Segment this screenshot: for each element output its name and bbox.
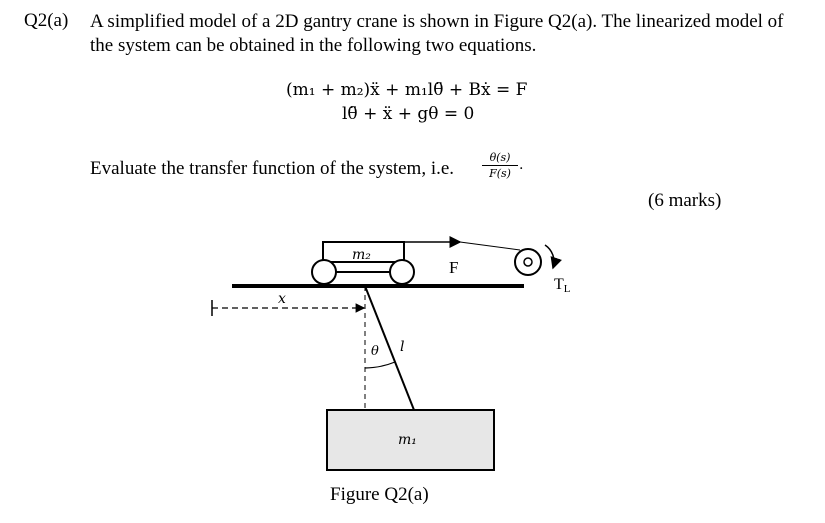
cable	[364, 285, 415, 411]
load-label: m₁	[398, 432, 417, 448]
transfer-function-fraction: θ(s) F(s) .	[482, 151, 523, 180]
tf-suffix: .	[519, 157, 524, 173]
equation-1: (m₁ + m₂)ẍ + m₁lθ̈ + Bẋ = F	[286, 80, 528, 100]
marks-label: (6 marks)	[648, 190, 722, 211]
equation-2: lθ̈ + ẍ + gθ = 0	[342, 104, 475, 124]
task-text: Evaluate the transfer function of the sy…	[90, 158, 455, 179]
wheel-left	[311, 259, 337, 285]
length-label: l	[400, 339, 404, 355]
x-label: x	[278, 291, 286, 307]
tf-numerator: θ(s)	[489, 151, 511, 164]
cable-top	[459, 241, 521, 251]
torque-label: TL	[554, 276, 571, 295]
figure-caption: Figure Q2(a)	[330, 484, 429, 505]
load-box	[326, 409, 495, 471]
angle-arc	[364, 361, 396, 369]
angle-label: θ	[371, 344, 379, 359]
drum-inner	[523, 257, 533, 267]
wheel-right	[389, 259, 415, 285]
tf-denominator: F(s)	[489, 167, 511, 180]
trolley-label: m₂	[352, 247, 371, 263]
torque-arrow	[544, 244, 562, 270]
fraction-bar	[482, 165, 518, 166]
trolley-body	[322, 241, 405, 263]
force-label: F	[449, 258, 458, 277]
question-number: Q2(a)	[24, 10, 69, 31]
question-text: A simplified model of a 2D gantry crane …	[90, 11, 784, 56]
